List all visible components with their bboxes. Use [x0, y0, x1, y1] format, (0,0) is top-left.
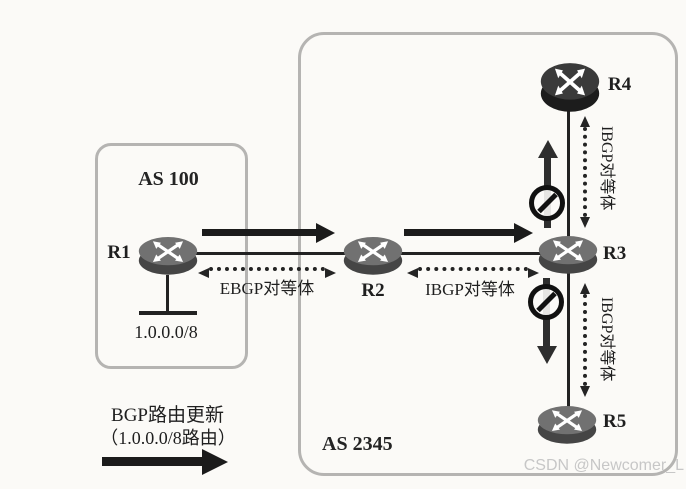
link-line-r3-r5 [567, 253, 570, 425]
router-r3-icon [536, 230, 600, 276]
stub-network-drop-line [166, 275, 169, 313]
csdn-watermark: CSDN @Newcomer_L [523, 457, 684, 474]
legend-route-update-arrow [102, 457, 202, 466]
router-r5-icon [535, 400, 599, 446]
legend-subtitle: （1.0.0.0/8路由） [100, 428, 236, 448]
as100-label: AS 100 [138, 168, 199, 190]
no-advertise-icon-upper [529, 185, 565, 221]
router-r2-label: R2 [361, 280, 385, 301]
stub-network-segment-bar [139, 311, 197, 315]
ibgp-peering-arrow-r3-r5 [580, 283, 590, 397]
router-r1-icon [136, 231, 200, 277]
ibgp-peering-arrow-r3-r4 [580, 116, 590, 228]
route-update-arrow-r1-to-r2 [202, 229, 316, 236]
router-r4-label: R4 [608, 74, 632, 95]
link-line-r4-r3 [567, 85, 570, 253]
ebgp-peer-label: EBGP对等体 [219, 279, 315, 298]
ibgp-peer-label-r2-r3: IBGP对等体 [425, 280, 515, 299]
router-r2-icon [341, 231, 405, 277]
router-r1-label: R1 [107, 242, 131, 263]
route-update-arrow-r2-to-r3 [404, 229, 514, 236]
router-r5-label: R5 [603, 411, 627, 432]
stub-network-prefix-label: 1.0.0.0/8 [134, 322, 198, 342]
ebgp-peering-arrow-r1-r2 [198, 267, 336, 278]
router-r4-icon [538, 57, 602, 113]
ibgp-peer-label-r3-r4: IBGP对等体 [598, 125, 616, 211]
router-r3-label: R3 [603, 243, 627, 264]
legend-title: BGP路由更新 [111, 405, 224, 426]
as2345-label: AS 2345 [322, 433, 393, 455]
no-advertise-icon-lower [528, 284, 564, 320]
as100-boundary-box [95, 143, 248, 369]
ibgp-peer-label-r3-r5: IBGP对等体 [598, 296, 616, 382]
ibgp-peering-arrow-r2-r3 [407, 267, 539, 278]
